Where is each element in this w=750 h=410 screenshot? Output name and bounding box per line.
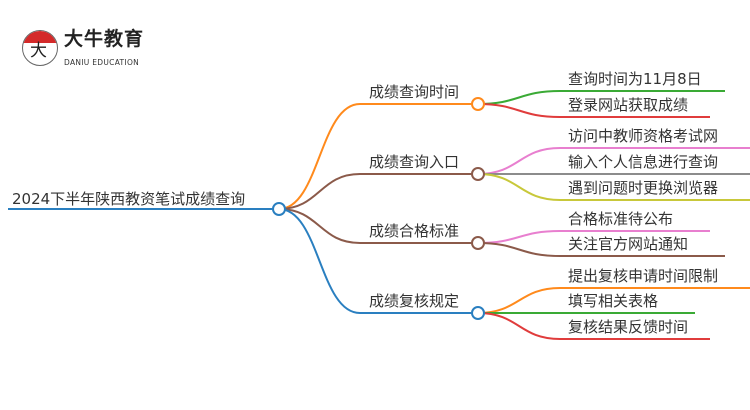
leaf-connector: [477, 173, 561, 201]
branch-label: 成绩复核规定: [369, 292, 460, 310]
branch-connector: [278, 208, 361, 314]
leaf-label: 遇到问题时更换浏览器: [568, 179, 719, 197]
branch-label: 成绩查询入口: [369, 153, 460, 171]
branch-node-circle[interactable]: [471, 306, 485, 320]
leaf-label: 填写相关表格: [568, 292, 659, 310]
logo: 大 大牛教育 DANIU EDUCATION: [22, 28, 192, 72]
branch-node-circle[interactable]: [471, 97, 485, 111]
leaf-label: 输入个人信息进行查询: [568, 153, 719, 171]
leaf-connector: [477, 90, 561, 105]
leaf-connector: [477, 242, 561, 257]
branch-connector: [278, 173, 361, 210]
branch-label: 成绩查询时间: [369, 83, 460, 101]
logo-subtitle: DANIU EDUCATION: [64, 58, 140, 67]
branch-label: 成绩合格标准: [369, 222, 460, 240]
branch-node-circle[interactable]: [471, 167, 485, 181]
leaf-label: 关注官方网站通知: [568, 235, 689, 253]
root-node-label: 2024下半年陕西教资笔试成绩查询: [12, 190, 246, 208]
branch-connector: [278, 103, 361, 210]
leaf-connector: [477, 287, 561, 314]
leaf-label: 合格标准待公布: [568, 210, 674, 228]
leaf-label: 提出复核申请时间限制: [568, 267, 719, 285]
leaf-connector: [477, 230, 561, 244]
leaf-connector: [477, 103, 561, 118]
leaf-label: 登录网站获取成绩: [568, 96, 689, 114]
leaf-label: 复核结果反馈时间: [568, 318, 689, 336]
branch-connector: [278, 208, 361, 244]
leaf-label: 访问中教师资格考试网: [568, 127, 719, 145]
leaf-label: 查询时间为11月8日: [568, 70, 702, 88]
branch-node-circle[interactable]: [471, 236, 485, 250]
logo-mark-icon: 大: [22, 30, 58, 66]
leaf-connector: [477, 312, 561, 340]
root-node-circle[interactable]: [272, 202, 286, 216]
leaf-connector: [477, 147, 561, 175]
logo-name: 大牛教育: [64, 28, 145, 50]
